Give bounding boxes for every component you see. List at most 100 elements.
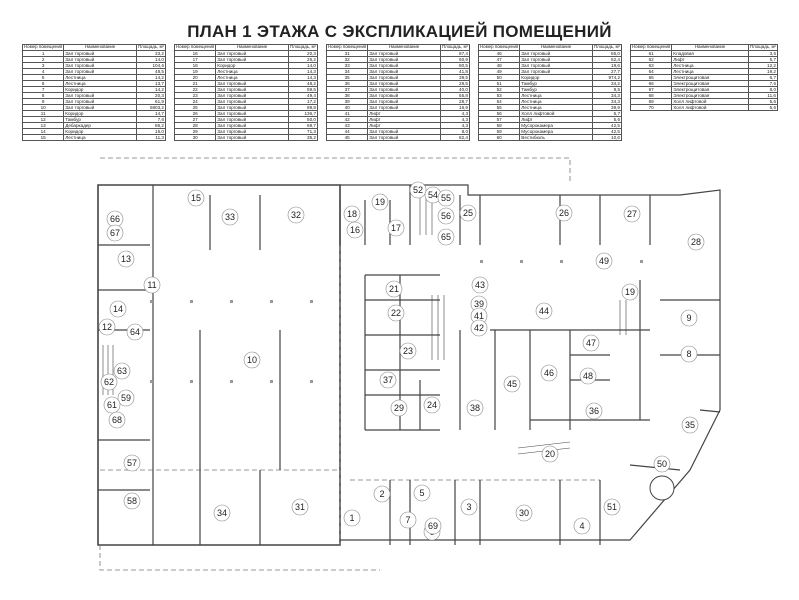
room-number-label: 33 <box>225 212 235 222</box>
room-marker <box>623 205 641 223</box>
room-marker <box>423 396 441 414</box>
room-number-label: 19 <box>625 287 635 297</box>
room-marker <box>387 219 405 237</box>
room-marker <box>471 276 489 294</box>
room-number-label: 55 <box>441 193 451 203</box>
room-marker <box>515 504 533 522</box>
room-number-label: 1 <box>349 513 354 523</box>
room-marker <box>399 342 417 360</box>
room-marker <box>106 224 124 242</box>
room-number-label: 17 <box>391 223 401 233</box>
room-number-label: 24 <box>427 400 437 410</box>
room-number-label: 15 <box>191 193 201 203</box>
room-number-label: 19 <box>375 197 385 207</box>
room-number-label: 49 <box>599 256 609 266</box>
room-marker <box>108 411 126 429</box>
room-marker <box>585 402 603 420</box>
room-marker <box>385 280 403 298</box>
room-number-label: 39 <box>474 299 484 309</box>
room-marker <box>371 193 389 211</box>
room-number-label: 46 <box>544 368 554 378</box>
room-marker <box>573 517 591 535</box>
room-number-label: 28 <box>691 237 701 247</box>
room-number-label: 29 <box>394 403 404 413</box>
room-marker <box>117 250 135 268</box>
room-number-label: 23 <box>403 346 413 356</box>
room-marker <box>287 206 305 224</box>
room-marker <box>109 300 127 318</box>
room-marker <box>390 399 408 417</box>
room-number-label: 25 <box>463 208 473 218</box>
room-number-label: 14 <box>113 304 123 314</box>
room-number-label: 31 <box>295 502 305 512</box>
room-marker <box>424 517 442 535</box>
room-marker <box>540 364 558 382</box>
room-number-label: 51 <box>607 502 617 512</box>
room-number-label: 12 <box>102 322 112 332</box>
room-marker <box>143 276 161 294</box>
room-number-label: 48 <box>583 371 593 381</box>
room-marker <box>213 504 231 522</box>
room-area: 35,2 <box>287 133 319 141</box>
room-number: 30 <box>173 133 217 141</box>
room-marker <box>399 511 417 529</box>
room-number-label: 43 <box>475 280 485 290</box>
room-marker <box>653 455 671 473</box>
room-marker <box>343 509 361 527</box>
room-number-label: 37 <box>383 375 393 385</box>
room-marker <box>373 485 391 503</box>
room-marker <box>117 389 135 407</box>
room-number-label: 10 <box>247 355 257 365</box>
revolving-door <box>649 475 675 501</box>
room-number-label: 41 <box>474 311 484 321</box>
room-marker <box>503 375 521 393</box>
room-number-label: 27 <box>627 209 637 219</box>
room-marker <box>680 309 698 327</box>
room-marker <box>603 498 621 516</box>
room-number-label: 8 <box>686 349 691 359</box>
room-number-label: 62 <box>104 377 114 387</box>
room-marker <box>555 204 573 222</box>
room-marker <box>379 371 397 389</box>
room-number: 70 <box>629 103 673 111</box>
room-marker <box>113 362 131 380</box>
room-number-label: 20 <box>545 449 555 459</box>
room-number-label: 63 <box>117 366 127 376</box>
room-area: 82,4 <box>439 133 471 141</box>
room-number-label: 57 <box>127 458 137 468</box>
room-number-label: 38 <box>470 403 480 413</box>
room-marker <box>681 416 699 434</box>
room-number-label: 52 <box>413 185 423 195</box>
room-number-label: 34 <box>217 508 227 518</box>
room-marker <box>123 454 141 472</box>
room-number-label: 47 <box>586 338 596 348</box>
room-marker <box>470 319 488 337</box>
room-number-label: 54 <box>428 190 438 200</box>
room-area: 11,3 <box>135 133 167 141</box>
room-marker <box>98 318 116 336</box>
room-labels: 1234567891011121314151617181919202122232… <box>98 181 705 541</box>
room-marker <box>343 205 361 223</box>
room-number-label: 11 <box>147 280 156 290</box>
room-number-label: 26 <box>559 208 569 218</box>
page-title: ПЛАН 1 ЭТАЖА С ЭКСПЛИКАЦИЕЙ ПОМЕЩЕНИЙ <box>187 22 612 41</box>
room-number-label: 32 <box>291 210 301 220</box>
room-marker <box>466 399 484 417</box>
room-number-label: 58 <box>127 496 137 506</box>
room-marker <box>291 498 309 516</box>
room-number-label: 44 <box>539 306 549 316</box>
room-number-label: 22 <box>391 308 401 318</box>
room-number-label: 65 <box>441 232 451 242</box>
room-marker <box>123 492 141 510</box>
room-marker <box>459 204 477 222</box>
room-marker <box>595 252 613 270</box>
room-number-label: 64 <box>130 327 140 337</box>
room-number-label: 4 <box>579 521 584 531</box>
